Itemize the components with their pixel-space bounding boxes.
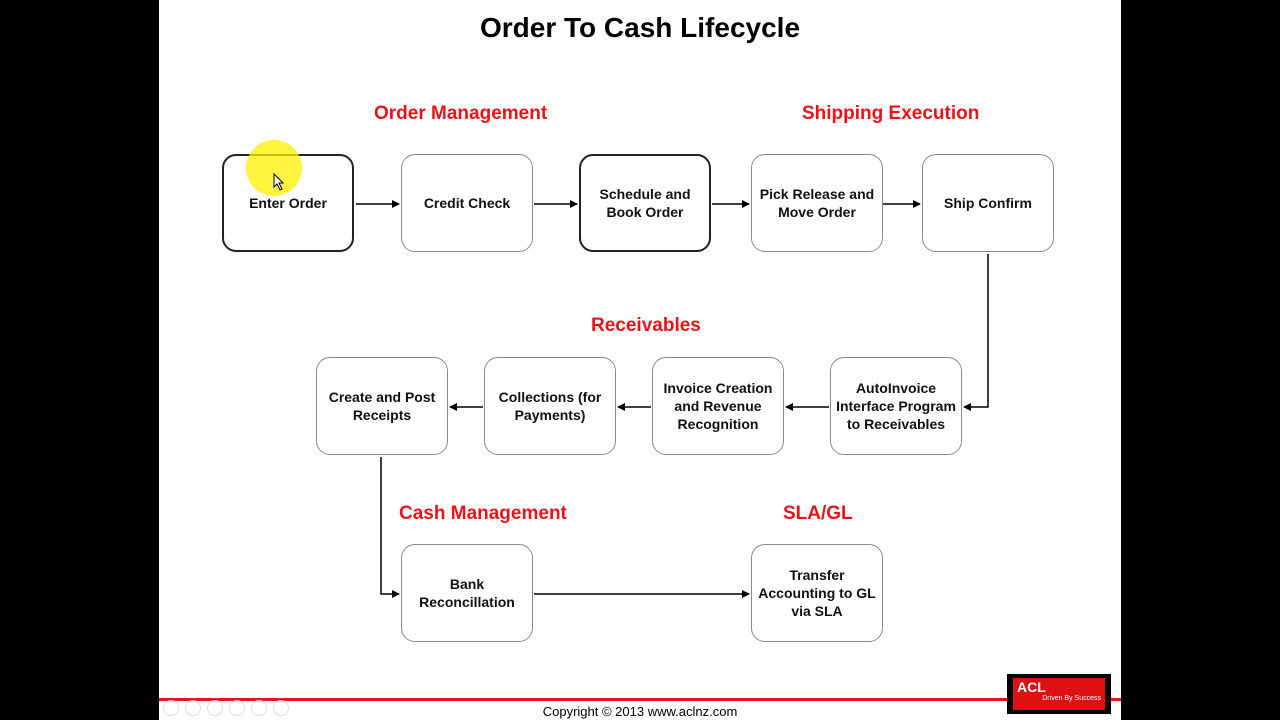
- prev-slide-icon[interactable]: [163, 700, 179, 716]
- node-schedule-book-order: Schedule and Book Order: [579, 154, 711, 252]
- section-order-management: Order Management: [374, 103, 548, 124]
- acl-logo: ACL Driven By Success: [1007, 674, 1111, 714]
- arrow-ship-to-autoinvoice: [963, 254, 989, 411]
- arrow-receipts-to-bank: [380, 457, 400, 598]
- section-sla-gl: SLA/GL: [783, 503, 853, 524]
- logo-tagline: Driven By Success: [1042, 695, 1101, 702]
- node-invoice-creation: Invoice Creation and Revenue Recognition: [652, 357, 784, 455]
- more-icon[interactable]: [273, 700, 289, 716]
- node-credit-check: Credit Check: [401, 154, 533, 252]
- node-create-post-receipts: Create and Post Receipts: [316, 357, 448, 455]
- slides-icon[interactable]: [229, 700, 245, 716]
- footer-divider: [159, 698, 1121, 701]
- node-autoinvoice: AutoInvoice Interface Program to Receiva…: [830, 357, 962, 455]
- node-bank-reconciliation: Bank Reconcillation: [401, 544, 533, 642]
- logo-text: ACL: [1017, 679, 1046, 695]
- node-pick-release: Pick Release and Move Order: [751, 154, 883, 252]
- section-receivables: Receivables: [591, 315, 701, 336]
- pen-icon[interactable]: [207, 700, 223, 716]
- node-ship-confirm: Ship Confirm: [922, 154, 1054, 252]
- next-slide-icon[interactable]: [185, 700, 201, 716]
- slide: Order To Cash Lifecycle Order Management…: [159, 0, 1121, 720]
- node-collections: Collections (for Payments): [484, 357, 616, 455]
- section-shipping-execution: Shipping Execution: [802, 103, 980, 124]
- zoom-icon[interactable]: [251, 700, 267, 716]
- presentation-toolbar: [163, 700, 289, 716]
- slide-title: Order To Cash Lifecycle: [479, 12, 801, 43]
- node-transfer-accounting: Transfer Accounting to GL via SLA: [751, 544, 883, 642]
- copyright-text: Copyright © 2013 www.aclnz.com: [542, 704, 738, 719]
- section-cash-management: Cash Management: [399, 503, 567, 524]
- connector-layer: [356, 200, 989, 598]
- mouse-cursor-icon: [273, 173, 285, 191]
